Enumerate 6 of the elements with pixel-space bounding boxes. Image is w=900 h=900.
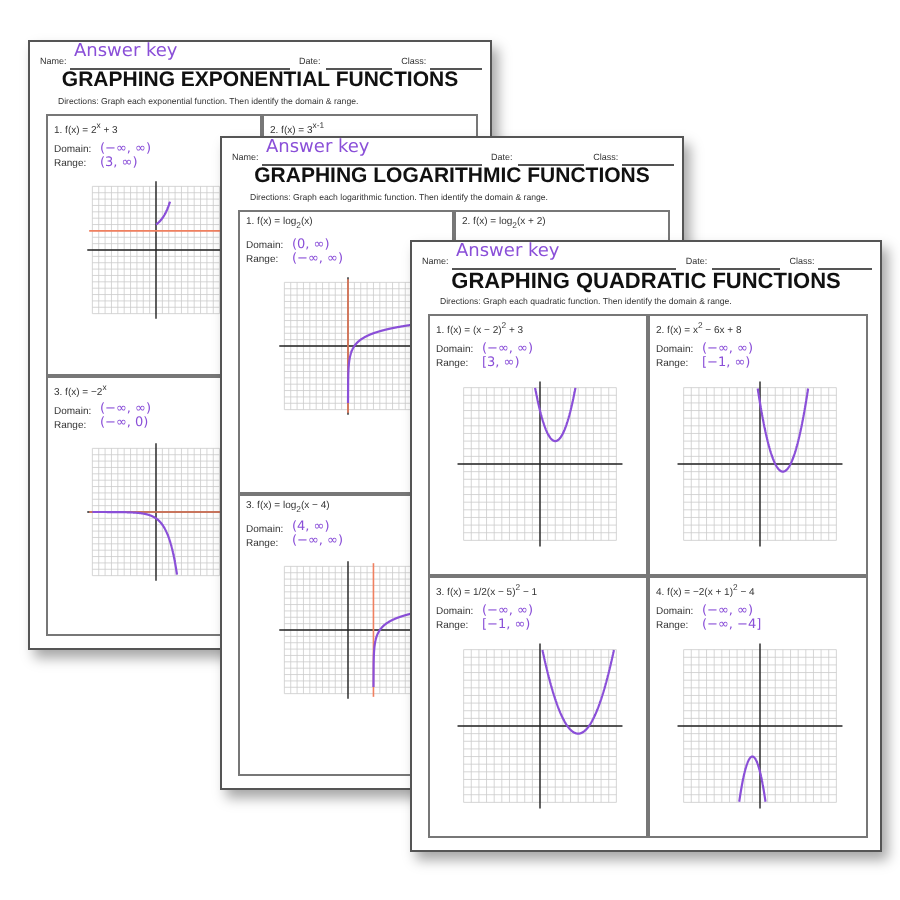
handwritten-answer: Answer key — [266, 140, 370, 160]
handwritten-answer: Answer key — [456, 244, 560, 264]
worksheet-title: GRAPHING EXPONENTIAL FUNCTIONS — [61, 70, 459, 94]
worksheet-title: GRAPHING LOGARITHMIC FUNCTIONS — [254, 166, 650, 190]
worksheet-title: GRAPHING QUADRATIC FUNCTIONS — [451, 270, 841, 295]
handwritten-answer: Answer key — [74, 44, 178, 64]
